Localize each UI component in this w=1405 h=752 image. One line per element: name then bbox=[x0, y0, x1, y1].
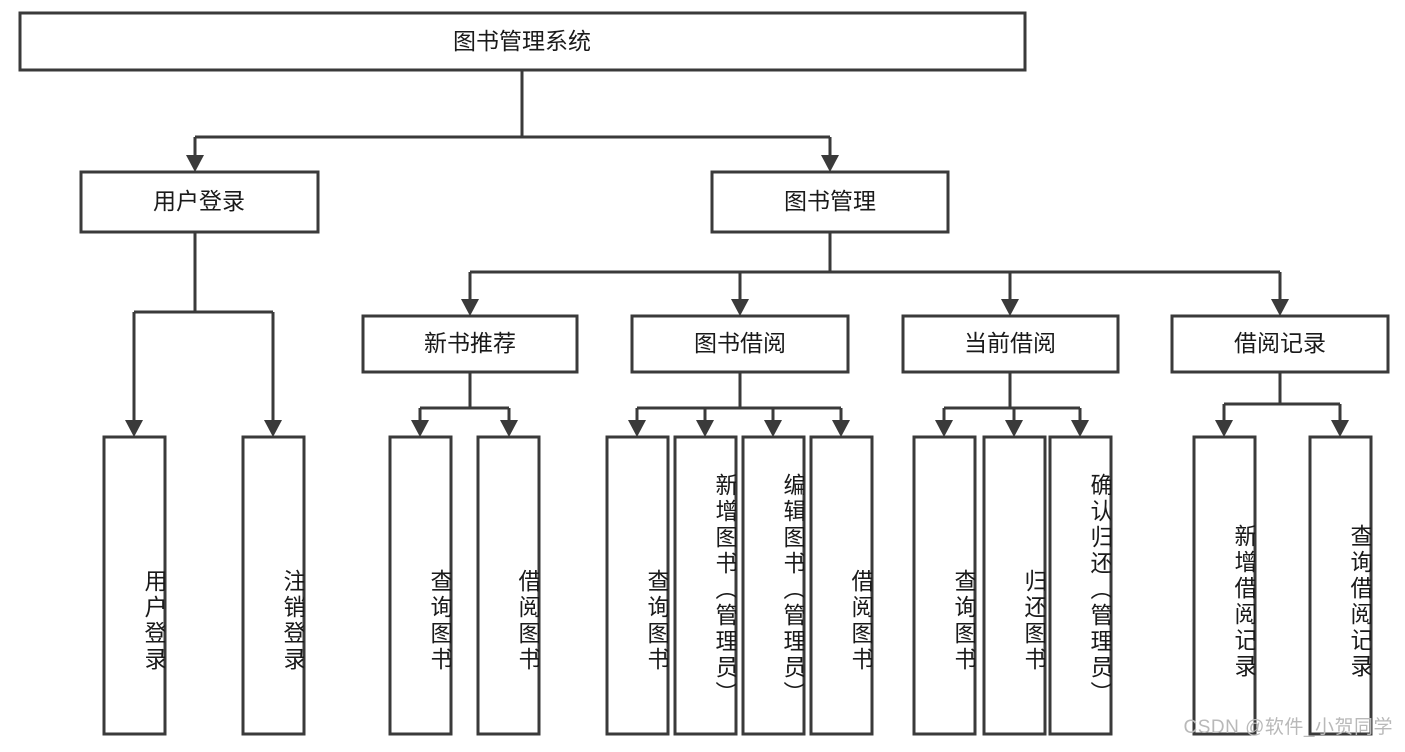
node-book-management-label: 图书管理 bbox=[784, 188, 876, 214]
node-root-system[interactable]: 图书管理系统 bbox=[18, 11, 1027, 72]
arrowhead-nb-leaf-2 bbox=[500, 420, 518, 437]
node-user-login[interactable]: 用户登录 bbox=[79, 170, 320, 234]
node-user-login-label: 用户登录 bbox=[153, 188, 245, 214]
leaf-box-bb-borrow-book[interactable] bbox=[809, 435, 874, 736]
node-book-management-box[interactable] bbox=[710, 170, 950, 234]
node-current-borrow[interactable]: 当前借阅 bbox=[901, 314, 1120, 374]
arrowhead-br-leaf-1 bbox=[1215, 420, 1233, 437]
connector-group-current-borrow bbox=[935, 372, 1089, 437]
arrowhead-br-leaf-2 bbox=[1331, 420, 1349, 437]
leaf-box-bb-query-book[interactable] bbox=[605, 435, 670, 736]
node-new-book-recommend[interactable]: 新书推荐 bbox=[361, 314, 579, 374]
arrowhead-cb-leaf-1 bbox=[935, 420, 953, 437]
arrowhead-cb-leaf-3 bbox=[1071, 420, 1089, 437]
arrowhead-current-borrow bbox=[1001, 299, 1019, 316]
arrowhead-book-borrow bbox=[731, 299, 749, 316]
node-user-login-box[interactable] bbox=[79, 170, 320, 234]
csdn-watermark: CSDN @软件_小贺同学 bbox=[1183, 717, 1393, 738]
node-current-borrow-label: 当前借阅 bbox=[964, 330, 1056, 356]
arrowhead-bb-leaf-4 bbox=[832, 420, 850, 437]
leaf-box-group bbox=[102, 435, 1373, 736]
leaf-box-br-query-record[interactable] bbox=[1308, 435, 1373, 736]
leaf-box-cb-return-book[interactable] bbox=[982, 435, 1047, 736]
node-book-management[interactable]: 图书管理 bbox=[710, 170, 950, 234]
leaf-box-br-add-record[interactable] bbox=[1192, 435, 1257, 736]
connector-group-root bbox=[186, 70, 839, 172]
leaf-box-nb-borrow-book[interactable] bbox=[476, 435, 541, 736]
connector-group-book-borrow bbox=[628, 372, 850, 437]
node-root-system-box[interactable] bbox=[18, 11, 1027, 72]
node-book-borrow-label: 图书借阅 bbox=[694, 330, 786, 356]
arrowhead-bb-leaf-1 bbox=[628, 420, 646, 437]
arrowhead-borrow-record bbox=[1271, 299, 1289, 316]
arrowhead-nb-leaf-1 bbox=[411, 420, 429, 437]
leaf-box-bb-edit-book[interactable] bbox=[741, 435, 806, 736]
arrowhead-user-login bbox=[186, 155, 204, 172]
arrowhead-leaf-logout bbox=[264, 420, 282, 437]
node-new-book-recommend-label: 新书推荐 bbox=[424, 330, 516, 356]
arrowhead-book-mgmt bbox=[821, 155, 839, 172]
connector-group-user-login bbox=[125, 232, 282, 437]
leaf-box-nb-query-book[interactable] bbox=[388, 435, 453, 736]
leaf-box-bb-add-book[interactable] bbox=[673, 435, 738, 736]
node-current-borrow-box[interactable] bbox=[901, 314, 1120, 374]
node-book-borrow-box[interactable] bbox=[630, 314, 850, 374]
leaf-box-cb-confirm-return[interactable] bbox=[1048, 435, 1113, 736]
node-borrow-record-box[interactable] bbox=[1170, 314, 1390, 374]
connector-group-book-mgmt bbox=[461, 232, 1289, 316]
leaf-box-cb-query-book[interactable] bbox=[912, 435, 977, 736]
leaf-box-user-login[interactable] bbox=[102, 435, 167, 736]
arrowhead-cb-leaf-2 bbox=[1005, 420, 1023, 437]
node-new-book-recommend-box[interactable] bbox=[361, 314, 579, 374]
node-borrow-record[interactable]: 借阅记录 bbox=[1170, 314, 1390, 374]
leaf-box-logout[interactable] bbox=[241, 435, 306, 736]
connector-group-new-book bbox=[411, 372, 518, 437]
node-book-borrow[interactable]: 图书借阅 bbox=[630, 314, 850, 374]
connector-group-borrow-record bbox=[1215, 372, 1349, 437]
arrowhead-leaf-user-login bbox=[125, 420, 143, 437]
arrowhead-new-book-recommend bbox=[461, 299, 479, 316]
node-borrow-record-label: 借阅记录 bbox=[1234, 330, 1326, 356]
node-root-system-label: 图书管理系统 bbox=[453, 28, 591, 54]
arrowhead-bb-leaf-3 bbox=[764, 420, 782, 437]
arrowhead-bb-leaf-2 bbox=[696, 420, 714, 437]
